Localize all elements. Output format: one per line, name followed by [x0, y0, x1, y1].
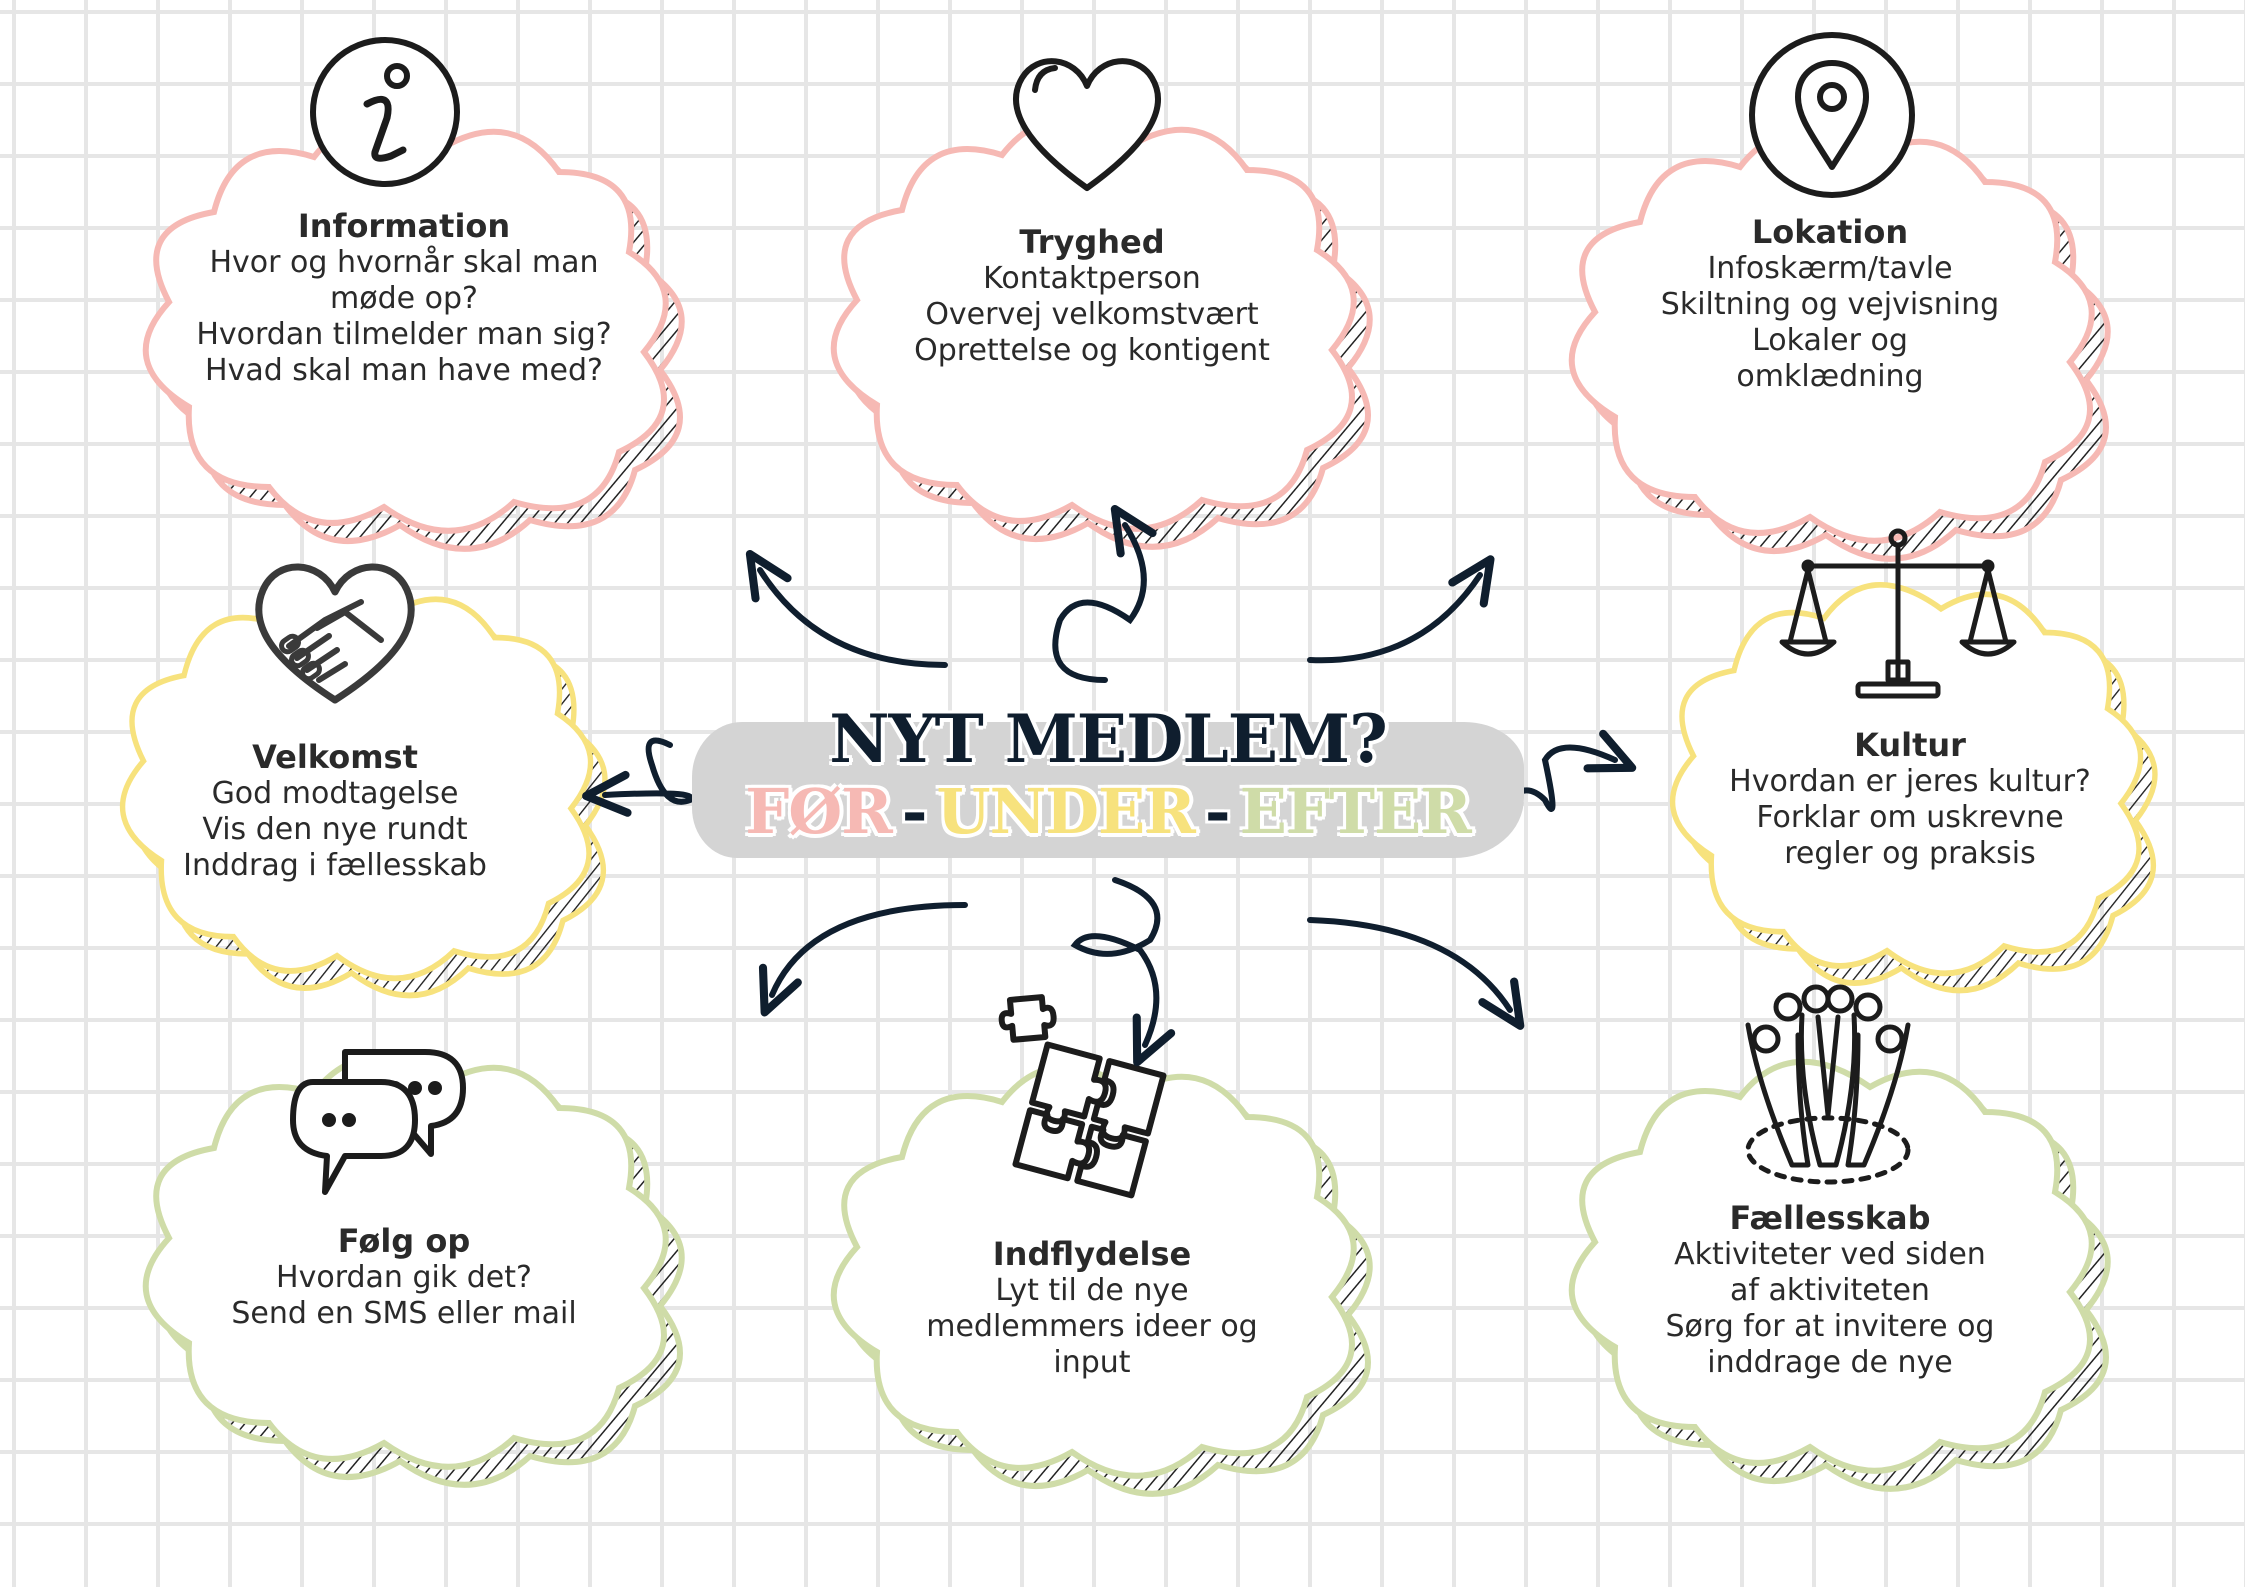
arrow-to-velkomst	[582, 737, 694, 817]
phase-row: FØR-UNDER-EFTER	[692, 775, 1524, 848]
card-line: Sørg for at invitere og	[1665, 1309, 1995, 1344]
arrow-to-information	[745, 549, 948, 668]
card-kultur: Kultur Hvordan er jeres kultur? Forklar …	[1670, 726, 2150, 872]
card-line: Hvad skal man have med?	[205, 353, 603, 388]
card-title: Tryghed	[1019, 223, 1165, 261]
card-line: Hvordan tilmelder man sig?	[196, 317, 612, 352]
arrow-to-folg-op	[758, 902, 968, 1017]
card-line: Lokaler og	[1752, 323, 1908, 358]
card-line: Infoskærm/tavle	[1707, 251, 1953, 286]
card-lokation: Lokation Infoskærm/tavle Skiltning og ve…	[1570, 213, 2090, 395]
phase-separator: -	[901, 775, 928, 848]
card-title: Information	[297, 207, 511, 245]
heart-icon	[1013, 58, 1161, 191]
card-line: Overvej velkomstvært	[925, 297, 1259, 332]
card-indflydelse: Indflydelse Lyt til de nye medlemmers id…	[832, 1235, 1352, 1381]
handshake-heart-icon	[255, 563, 415, 704]
card-title: Fællesskab	[1729, 1199, 1931, 1237]
arrow-to-tryghed	[1052, 505, 1157, 683]
card-line: Hvordan er jeres kultur?	[1729, 764, 2091, 799]
card-title: Indflydelse	[992, 1235, 1192, 1273]
arrow-to-lokation	[1307, 555, 1495, 664]
phase-separator: -	[1204, 775, 1231, 848]
card-line: regler og praksis	[1784, 836, 2036, 871]
card-line: Inddrag i fællesskab	[183, 848, 487, 883]
card-line: Send en SMS eller mail	[231, 1296, 577, 1331]
card-line: medlemmers ideer og	[926, 1309, 1258, 1344]
chat-bubbles-icon	[290, 1049, 466, 1195]
card-line: Oprettelse og kontigent	[914, 333, 1270, 368]
card-line: af aktiviteten	[1730, 1273, 1930, 1308]
card-title: Følg op	[337, 1222, 471, 1260]
center-banner	[692, 722, 1524, 858]
card-title: Velkomst	[252, 738, 418, 776]
connector-arrows	[582, 505, 1637, 1067]
card-title: Lokation	[1751, 213, 1909, 251]
phase-under: UNDER	[936, 775, 1196, 848]
card-faellesskab: Fællesskab Aktiviteter ved siden af akti…	[1570, 1199, 2090, 1381]
scales-icon	[1779, 528, 2017, 699]
info-icon	[310, 37, 460, 187]
arrow-to-indflydelse	[1070, 877, 1176, 1067]
phase-efter: EFTER	[1239, 775, 1472, 848]
puzzle-icon	[998, 994, 1167, 1199]
card-line: inddrage de nye	[1707, 1345, 1953, 1380]
card-line: Aktiviteter ved siden	[1674, 1237, 1986, 1272]
card-folg-op: Følg op Hvordan gik det? Send en SMS ell…	[144, 1222, 664, 1332]
arrow-to-faellesskab	[1307, 917, 1525, 1030]
location-pin-icon	[1749, 32, 1915, 198]
center-title: NYT MEDLEM?	[829, 700, 1388, 778]
card-line: Skiltning og vejvisning	[1660, 287, 2000, 322]
card-line: input	[1053, 1345, 1131, 1380]
card-line: Hvordan gik det?	[276, 1260, 532, 1295]
card-line: God modtagelse	[211, 776, 459, 811]
card-tryghed: Tryghed Kontaktperson Overvej velkomstvæ…	[832, 223, 1352, 369]
phase-for: FØR	[745, 775, 893, 848]
card-information: Information Hvor og hvornår skal man mød…	[144, 207, 664, 389]
card-line: omklædning	[1736, 359, 1924, 394]
card-line: Lyt til de nye	[995, 1273, 1189, 1308]
card-title: Kultur	[1854, 726, 1966, 764]
card-velkomst: Velkomst God modtagelse Vis den nye rund…	[115, 738, 555, 884]
card-line: møde op?	[330, 281, 478, 316]
card-line: Forklar om uskrevne	[1756, 800, 2064, 835]
card-line: Kontaktperson	[983, 261, 1201, 296]
community-icon	[1745, 984, 1911, 1185]
card-line: Hvor og hvornår skal man	[209, 245, 599, 280]
card-line: Vis den nye rundt	[202, 812, 468, 847]
